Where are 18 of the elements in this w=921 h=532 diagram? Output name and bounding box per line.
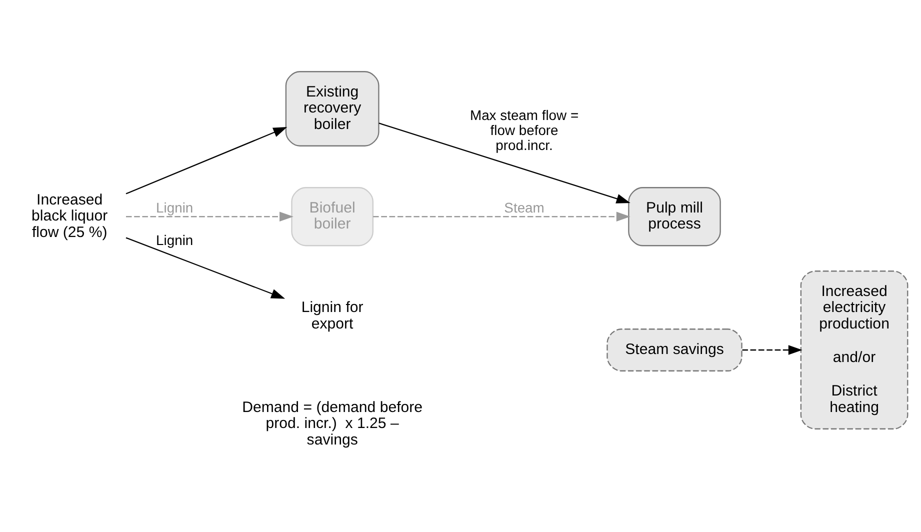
- edge-label: Lignin: [156, 232, 194, 248]
- label: Demand = (demand before prod. incr.) x 1.25 – savings: [242, 398, 423, 448]
- edge-label: Lignin: [156, 199, 194, 216]
- node-box: Existing recovery boiler: [285, 70, 380, 146]
- arrow: [742, 344, 802, 354]
- node-box: Steam savings: [606, 328, 742, 371]
- node-box: Pulp mill process: [628, 186, 721, 246]
- node-text: Increased black liquor flow (25 %): [32, 190, 108, 240]
- node-box: Increased electricity production and/or District heating: [800, 270, 908, 429]
- arrow: [126, 211, 294, 221]
- node-box: Biofuel boiler: [291, 186, 374, 246]
- edge-label: Max steam flow = flow before prod.incr.: [470, 106, 579, 153]
- arrow: [126, 126, 288, 194]
- arrow: [373, 211, 630, 221]
- node-text: Lignin for export: [301, 298, 364, 332]
- arrow: [378, 122, 630, 203]
- edge-label: Steam: [504, 199, 544, 216]
- arrow: [126, 236, 286, 298]
